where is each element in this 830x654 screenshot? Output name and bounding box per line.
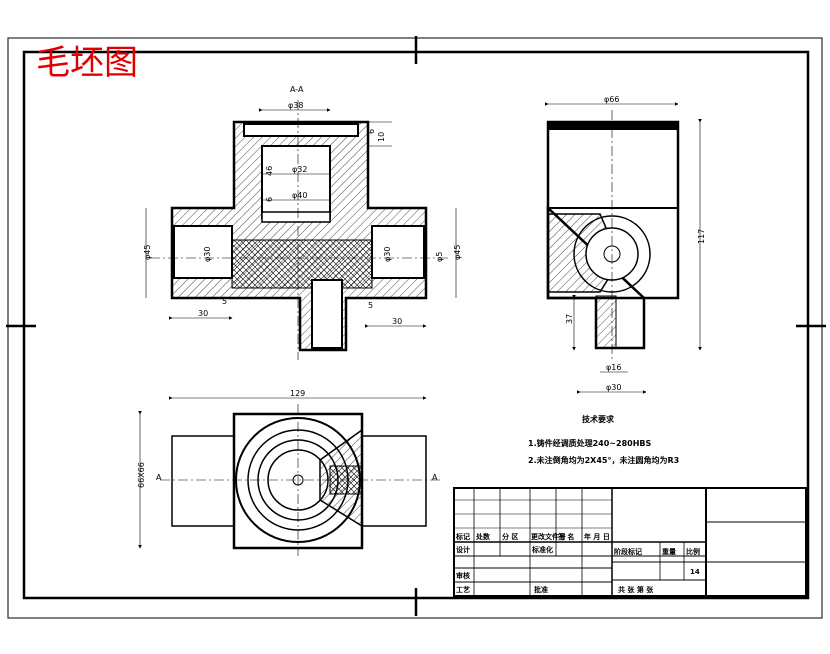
tb-date: 年 月 日 (584, 532, 610, 541)
dim-right-d45: φ45 (453, 245, 462, 260)
dim-10: 10 (377, 132, 386, 142)
dim-left-5: 5 (222, 297, 227, 306)
sheet-title: 毛坯图 (36, 43, 138, 83)
tb-zone: 分 区 (502, 532, 518, 541)
dim-left-d30: φ30 (203, 247, 212, 262)
dim-6-top: 6 (367, 129, 376, 134)
tb-sign: 签 名 (557, 532, 574, 541)
dim-bore-40: φ40 (292, 191, 307, 200)
tb-sheet-number: 14 (690, 568, 700, 576)
side-view: φ66 117 37 φ16 φ30 (545, 95, 706, 394)
tb-approve: 批准 (534, 585, 548, 594)
notes-line-1: 1.铸件经调质处理240~280HBS (528, 438, 651, 448)
tb-stage: 阶段标记 (614, 547, 642, 556)
section-view: A-A φ38 φ32 φ40 46 6 6 10 φ45 φ30 φ30 φ5 (143, 85, 462, 360)
inner-frame (22, 50, 810, 600)
dim-right-5: 5 (368, 301, 373, 310)
notes-heading: 技术要求 (582, 414, 615, 424)
tb-count: 处数 (475, 532, 491, 541)
top-a-right: A (432, 473, 438, 482)
side-dim-d30: φ30 (606, 383, 621, 392)
dim-bore-32: φ32 (292, 165, 307, 174)
tb-standard: 标准化 (531, 545, 553, 554)
title-block: 标记 处数 分 区 更改文件号 签 名 年 月 日 设计 标准化 阶段标记 重量… (453, 487, 807, 597)
tb-sheets: 共 张 第 张 (618, 585, 654, 594)
tb-mark: 标记 (455, 532, 470, 541)
dim-left-30: 30 (198, 309, 208, 318)
tb-review: 审核 (456, 571, 470, 580)
tb-process: 工艺 (456, 585, 470, 594)
dim-left-d45: φ45 (143, 245, 152, 260)
notes-line-2: 2.未注倒角均为2X45°，未注圆角均为R3 (528, 455, 679, 465)
side-dim-lower: 37 (565, 314, 574, 324)
dim-6-inner: 6 (265, 197, 274, 202)
section-label: A-A (290, 85, 304, 94)
side-dim-height: 117 (697, 229, 706, 244)
tb-design: 设计 (456, 545, 470, 554)
top-dim-width: 129 (290, 389, 305, 398)
technical-notes: 技术要求 1.铸件经调质处理240~280HBS 2.未注倒角均为2X45°，未… (528, 414, 679, 465)
dim-depth-46: 46 (265, 166, 274, 176)
top-dim-height: 66X66 (137, 462, 146, 488)
tb-scale: 比例 (686, 547, 700, 556)
top-view: 129 66X66 A A (137, 389, 440, 556)
dim-right-30: 30 (392, 317, 402, 326)
tb-change-doc: 更改文件号 (531, 532, 566, 541)
dim-top-bore: φ38 (288, 101, 303, 110)
dim-right-d30: φ30 (383, 247, 392, 262)
top-a-left: A (156, 473, 162, 482)
side-dim-top: φ66 (604, 95, 619, 104)
tb-weight: 重量 (662, 547, 676, 556)
side-dim-d16: φ16 (606, 363, 621, 372)
dim-right-d5: φ5 (435, 252, 444, 262)
